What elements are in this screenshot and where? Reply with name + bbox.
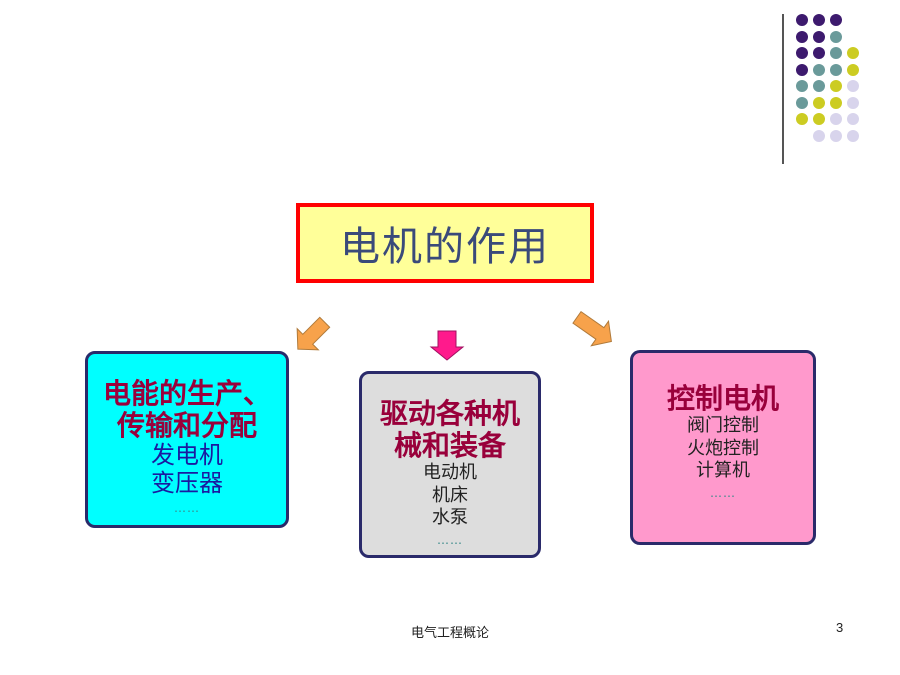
decorative-dot: [847, 63, 859, 76]
card-item: 电动机: [423, 462, 477, 484]
decorative-dot: [830, 14, 842, 26]
decorative-dot: [813, 47, 825, 59]
card-item: 火炮控制: [687, 437, 759, 459]
decorative-dot: [796, 113, 808, 125]
heading-line: 电能的生产、: [102, 377, 271, 410]
decorative-dot: [830, 30, 842, 43]
decorative-dot: [847, 113, 859, 125]
decorative-dot: [847, 47, 859, 59]
decorative-dot: [796, 80, 808, 92]
decorative-dot: [847, 80, 859, 92]
decorative-dot: [813, 63, 825, 76]
heading-line: 械和装备: [393, 429, 506, 463]
decorative-dot: [796, 63, 808, 76]
diagram-title: 电机的作用: [340, 224, 550, 270]
decorative-dot: [830, 113, 842, 125]
card-item: 发电机: [151, 441, 223, 470]
decorative-dot: [847, 129, 859, 142]
decorative-dot: [796, 14, 808, 26]
decorative-dot: [796, 47, 808, 59]
decorative-dot: [813, 113, 825, 125]
decorative-dot: [796, 96, 808, 109]
card-drive-machinery: 驱动各种机 械和装备 电动机 机床 水泵 ……: [359, 371, 541, 558]
decorative-dot: [813, 96, 825, 109]
card-ellipsis: ……: [710, 485, 736, 500]
decorative-dot: [830, 129, 842, 142]
page-number: 3: [836, 620, 844, 635]
title-box: 电机的作用: [296, 203, 594, 283]
card-item: 水泵: [432, 507, 468, 529]
heading-line: 传输和分配: [116, 409, 257, 443]
card-ellipsis: ……: [174, 500, 200, 515]
decorative-dot: [796, 30, 808, 43]
arrow-left-icon: [296, 316, 331, 351]
arrow-right-icon: [572, 310, 612, 347]
card-item: 变压器: [151, 468, 223, 497]
card-power-generation: 电能的生产、 传输和分配 发电机 变压器 ……: [85, 351, 289, 528]
decorative-dot: [830, 96, 842, 109]
decorative-dot: [813, 14, 825, 26]
decorative-dot: [847, 96, 859, 109]
decorative-dot: [813, 129, 825, 142]
decorative-dot: [830, 80, 842, 92]
card-heading: 控制电机: [633, 382, 813, 415]
card-item: 阀门控制: [687, 415, 759, 437]
card-heading: 驱动各种机 械和装备: [362, 397, 538, 463]
heading-line: 控制电机: [666, 382, 779, 415]
divider-line: [782, 14, 784, 164]
card-item: 计算机: [696, 460, 750, 482]
decorative-dot: [830, 47, 842, 59]
heading-line: 驱动各种机: [379, 397, 520, 430]
decorative-dot: [830, 63, 842, 76]
card-heading: 电能的生产、 传输和分配: [88, 377, 286, 443]
decorative-dot-grid: [796, 8, 886, 148]
decorative-dot: [813, 80, 825, 92]
decorative-dot: [813, 30, 825, 43]
card-item: 机床: [432, 484, 468, 506]
card-control-motor: 控制电机 阀门控制 火炮控制 计算机 ……: [630, 350, 816, 545]
footer-text: 电气工程概论: [410, 626, 489, 641]
arrow-down-icon: [429, 330, 465, 361]
card-ellipsis: ……: [437, 532, 463, 547]
